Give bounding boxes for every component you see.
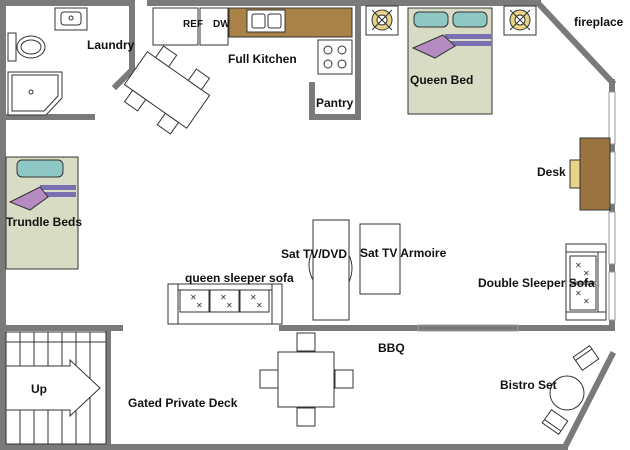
room-label-pantry: Pantry: [316, 96, 354, 110]
svg-text:✕: ✕: [190, 293, 197, 302]
kitchen-sink-icon: [246, 9, 286, 33]
label-bistro-set: Bistro Set: [500, 378, 557, 392]
label-refrigerator: REF: [183, 19, 203, 30]
svg-text:✕: ✕: [583, 297, 590, 306]
window: [608, 91, 616, 145]
deck-table: [259, 332, 354, 427]
nightstand-lamp-icon: [503, 5, 537, 36]
kitchen-fixtures: [152, 7, 353, 75]
double-sleeper-sofa: ✕✕ ✕✕: [565, 243, 607, 321]
label-fireplace: fireplace: [574, 15, 624, 29]
blanket: [411, 34, 456, 59]
room-label-trundle-beds: Trundle Beds: [6, 215, 83, 229]
refrigerator: [152, 7, 199, 46]
sat-tv-dvd-cabinet: [312, 219, 350, 321]
stove-icon: [317, 39, 353, 75]
sliding-door: [417, 324, 519, 332]
label-sat-tv-dvd: Sat TV/DVD: [281, 247, 348, 261]
up-arrow-icon: [5, 358, 101, 418]
label-up: Up: [31, 382, 47, 396]
svg-text:✕: ✕: [220, 293, 227, 302]
dining-table: [123, 45, 211, 135]
svg-text:✕: ✕: [583, 269, 590, 278]
pillow: [16, 159, 64, 178]
room-label-full-kitchen: Full Kitchen: [228, 52, 297, 66]
label-double-sleeper-sofa: Double Sleeper Sofa: [478, 276, 595, 290]
svg-text:✕: ✕: [575, 289, 582, 298]
exterior-wall-fireplace-angle: [533, 0, 617, 87]
toilet-icon: [7, 32, 46, 62]
deck-rail-angle: [560, 350, 617, 450]
window: [608, 211, 616, 265]
queen-sleeper-sofa: ✕✕ ✕✕ ✕✕: [167, 283, 283, 325]
desk: [569, 137, 611, 211]
label-dishwasher: DW: [213, 19, 230, 30]
nightstand-lamp-icon: [365, 5, 399, 36]
bistro-set: [541, 345, 600, 435]
pillow: [413, 11, 449, 28]
label-bbq: BBQ: [378, 341, 405, 355]
shower-icon: [7, 71, 63, 116]
pillow: [452, 11, 488, 28]
trundle-bed: [5, 156, 79, 270]
stairs: [5, 331, 107, 445]
laundry-wall-angle: [111, 65, 137, 91]
svg-text:✕: ✕: [226, 301, 233, 310]
sat-tv-armoire: [359, 223, 401, 295]
blanket: [8, 186, 49, 211]
desk-chair: [569, 159, 581, 189]
label-queen-sleeper-sofa: queen sleeper sofa: [185, 271, 294, 285]
queen-bed: [407, 7, 493, 115]
dishwasher: [199, 7, 229, 46]
label-desk: Desk: [537, 165, 566, 179]
room-label-laundry: Laundry: [87, 38, 135, 52]
svg-text:✕: ✕: [256, 301, 263, 310]
svg-text:✕: ✕: [196, 301, 203, 310]
svg-text:✕: ✕: [250, 293, 257, 302]
room-label-queen-bed: Queen Bed: [410, 73, 474, 87]
room-label-gated-private-deck: Gated Private Deck: [128, 396, 238, 410]
bathroom-fixtures: [7, 7, 88, 116]
label-sat-tv-armoire: Sat TV Armoire: [360, 246, 447, 260]
window: [608, 271, 616, 321]
tv-cabinets: [308, 219, 401, 321]
svg-text:✕: ✕: [575, 261, 582, 270]
